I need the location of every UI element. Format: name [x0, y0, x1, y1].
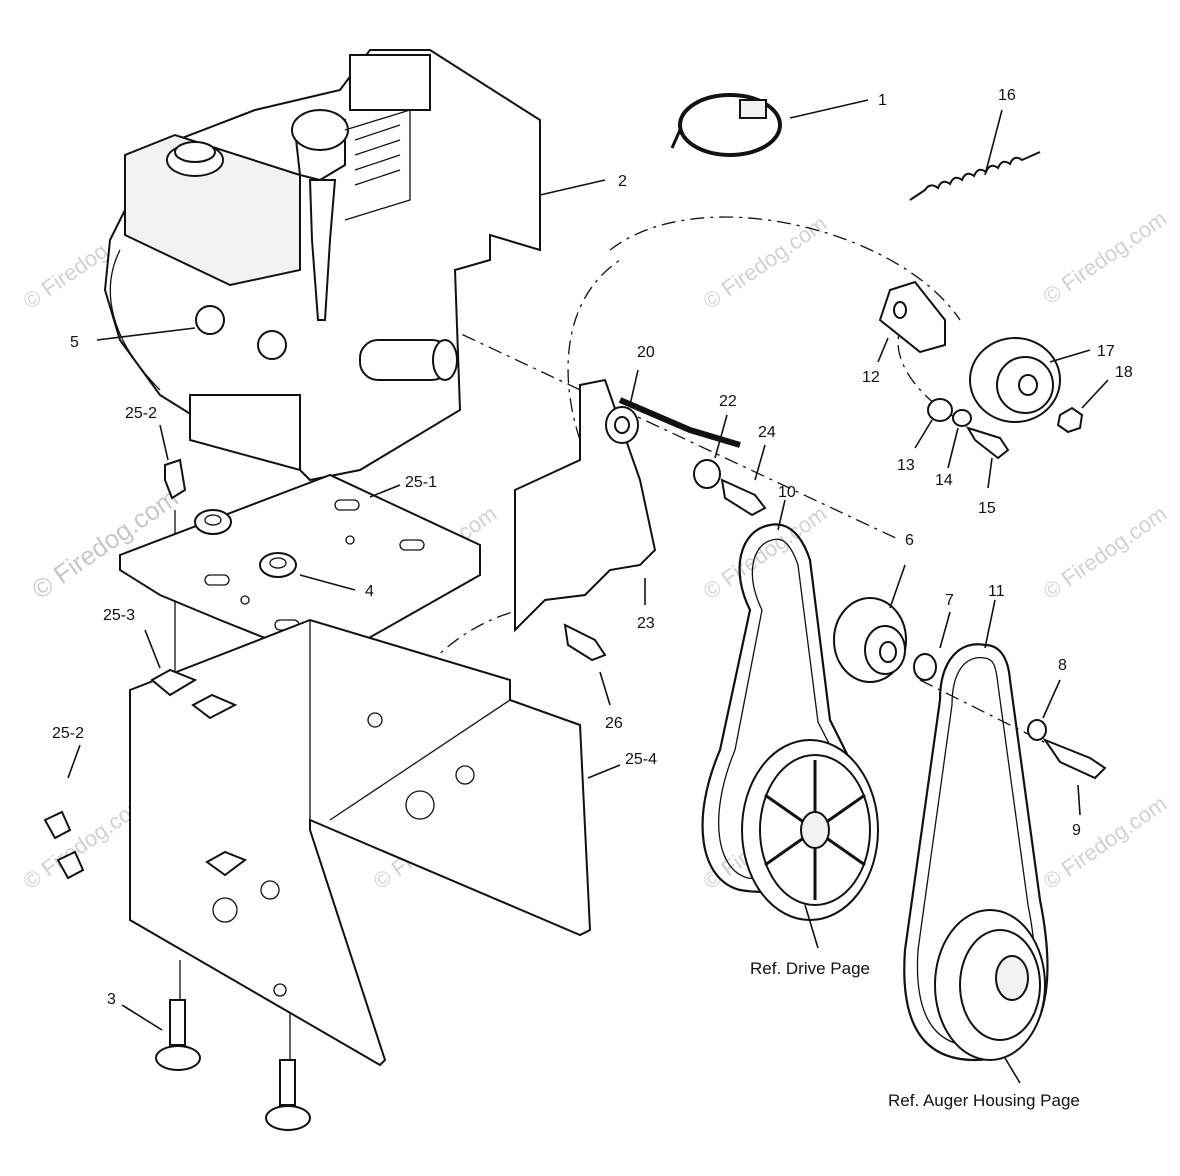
part-9-bolt	[1042, 737, 1107, 780]
watermark: © Firedog.com	[1039, 206, 1172, 309]
label-part-9: 9	[1072, 822, 1081, 839]
auger-pulley	[934, 909, 1046, 1061]
label-part-23: 23	[637, 615, 655, 632]
label-part-1: 1	[878, 92, 887, 109]
part-13-spacer	[927, 398, 953, 422]
part-17-idler-pulley	[969, 337, 1061, 423]
part-10-drive-belt	[701, 523, 872, 893]
watermark: © Firedog.com	[699, 501, 832, 604]
leader-lines	[67, 99, 1109, 1084]
label-part-24: 24	[758, 424, 776, 441]
label-part-13: 13	[897, 457, 915, 474]
part-22-washer	[693, 459, 721, 489]
part-6-engine-pulley	[833, 597, 907, 683]
label-part-26: 26	[605, 715, 623, 732]
label-part-22: 22	[719, 393, 737, 410]
label-part-6: 6	[905, 532, 914, 549]
label-part-25-1: 25-1	[405, 474, 437, 491]
part-12-idler-arm	[878, 280, 946, 354]
watermark: © Firedog.com	[1039, 501, 1172, 604]
label-part-16: 16	[998, 87, 1016, 104]
label-part-4: 4	[365, 583, 374, 600]
label-part-8: 8	[1058, 657, 1067, 674]
label-part-25-4: 25-4	[625, 751, 657, 768]
part-number-labels: 1 2 3 4 5 6 7 8 9 10 11 12 13 14 15 16 1…	[52, 87, 1133, 1008]
label-part-17: 17	[1097, 343, 1115, 360]
label-part-3: 3	[107, 991, 116, 1008]
label-part-18: 18	[1115, 364, 1133, 381]
label-part-25-2-left: 25-2	[52, 725, 84, 742]
part-24-bolt	[720, 478, 767, 517]
label-part-25-2-top: 25-2	[125, 405, 157, 422]
part-2-engine	[103, 49, 541, 482]
ref-auger-housing-page: Ref. Auger Housing Page	[888, 1091, 1080, 1110]
label-part-25-3: 25-3	[103, 607, 135, 624]
label-part-5: 5	[70, 334, 79, 351]
part-8-washer	[1027, 719, 1047, 741]
part-16-spring	[909, 151, 1041, 201]
part-25-3-bolts	[150, 668, 248, 877]
watermark: © Firedog.com	[699, 211, 832, 314]
part-25-2-bolts	[43, 458, 187, 880]
reference-notes: Ref. Drive Page Ref. Auger Housing Page	[750, 959, 1080, 1110]
part-7-spacer	[913, 653, 937, 681]
watermark: © Firedog.com	[1039, 791, 1172, 894]
label-part-2: 2	[618, 173, 627, 190]
part-26-bolt	[563, 623, 607, 662]
label-part-11: 11	[988, 583, 1005, 600]
label-part-20: 20	[637, 344, 655, 361]
label-part-14: 14	[935, 472, 953, 489]
part-18-nut	[1056, 406, 1084, 434]
part-25-4-frame	[129, 618, 592, 1067]
ref-drive-page: Ref. Drive Page	[750, 959, 870, 978]
part-4-lock-washers	[194, 509, 297, 578]
label-part-10: 10	[778, 484, 796, 501]
part-15-bolt	[965, 426, 1010, 460]
part-3-carriage-bolts	[155, 999, 311, 1131]
part-14-washer	[952, 409, 972, 427]
part-23-bracket	[514, 378, 741, 633]
label-part-15: 15	[978, 500, 996, 517]
drive-pulley	[741, 739, 879, 921]
label-part-12: 12	[862, 369, 880, 386]
part-1-wire-harness	[670, 93, 782, 157]
label-part-7: 7	[945, 592, 954, 609]
